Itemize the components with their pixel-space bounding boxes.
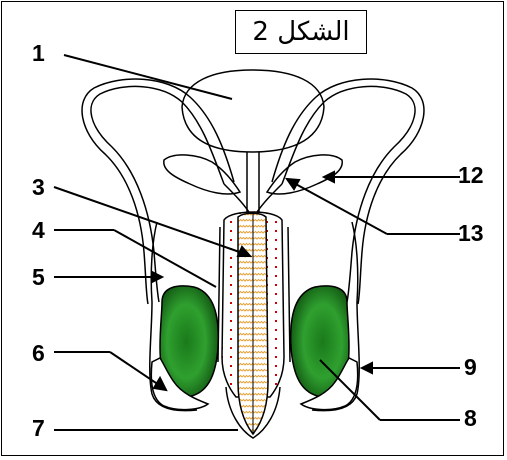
label-13: 13 [458,222,484,245]
label-4: 4 [32,219,45,242]
urethra-top [247,152,259,214]
label-6: 6 [32,342,45,365]
label-7: 7 [32,417,45,440]
label-1: 1 [32,42,45,65]
reproductive-system-diagram [2,2,504,456]
label-12: 12 [458,164,484,187]
label-3: 3 [32,176,45,199]
figure-title: الشكل 2 [235,10,367,54]
label-9: 9 [464,356,477,379]
penis-skin-right [288,227,290,362]
label-8: 8 [464,407,477,430]
label-5: 5 [32,266,45,289]
